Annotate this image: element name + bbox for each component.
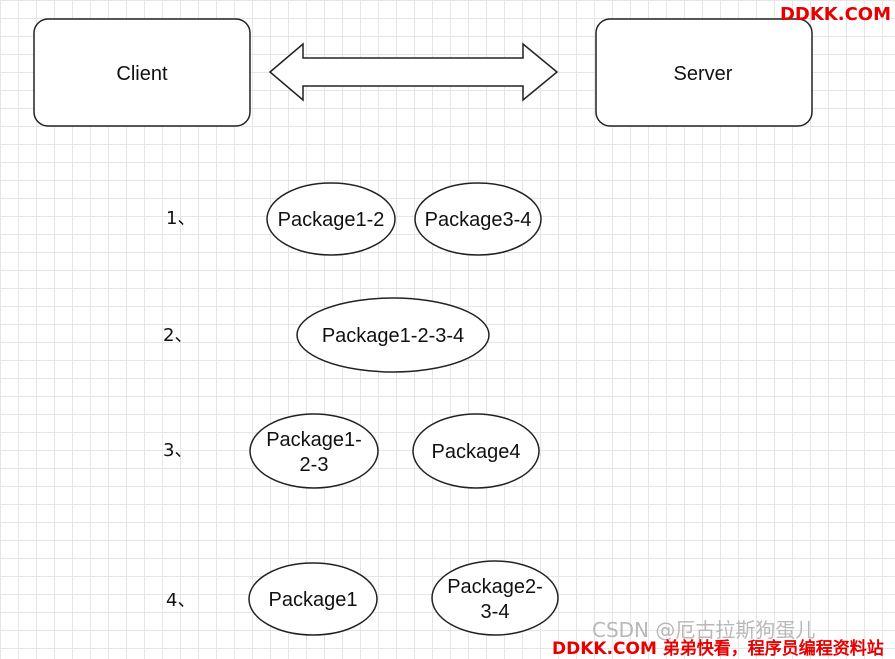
package-label-line-2: 3-4 bbox=[481, 601, 510, 623]
package-label: Package1-2 bbox=[278, 209, 385, 231]
package-ellipse: Package4 bbox=[412, 413, 540, 489]
package-label: Package1 bbox=[269, 589, 358, 611]
watermark-csdn: CSDN @厄古拉斯狗蛋儿 bbox=[592, 618, 816, 642]
server-label: Server bbox=[674, 63, 733, 85]
step-2-label: 2、 bbox=[163, 325, 192, 346]
bidirectional-arrow bbox=[268, 42, 559, 102]
watermark-top: DDKK.COM bbox=[779, 4, 891, 25]
package-label-line-2: 2-3 bbox=[300, 454, 329, 476]
package-label: Package4 bbox=[432, 441, 521, 463]
package-ellipse: Package1-2 bbox=[266, 182, 396, 256]
server-node: Server bbox=[595, 18, 813, 127]
package-ellipse: Package1 bbox=[248, 562, 378, 636]
package-ellipse: Package2- 3-4 bbox=[431, 560, 559, 636]
package-label: Package1-2-3-4 bbox=[322, 325, 464, 347]
step-4-label: 4、 bbox=[166, 590, 195, 611]
client-node: Client bbox=[33, 18, 251, 127]
package-ellipse: Package1- 2-3 bbox=[249, 413, 379, 489]
package-ellipse: Package1-2-3-4 bbox=[296, 297, 490, 373]
package-label-line-1: Package2- bbox=[447, 576, 543, 598]
package-label-line-1: Package1- bbox=[266, 429, 362, 451]
watermark-bottom: DDKK.COM 弟弟快看，程序员编程资料站 bbox=[552, 639, 884, 659]
client-label: Client bbox=[116, 63, 168, 85]
step-3-label: 3、 bbox=[163, 440, 192, 461]
step-1-label: 1、 bbox=[166, 208, 195, 229]
package-ellipse: Package3-4 bbox=[414, 182, 542, 256]
package-label: Package3-4 bbox=[425, 209, 532, 231]
